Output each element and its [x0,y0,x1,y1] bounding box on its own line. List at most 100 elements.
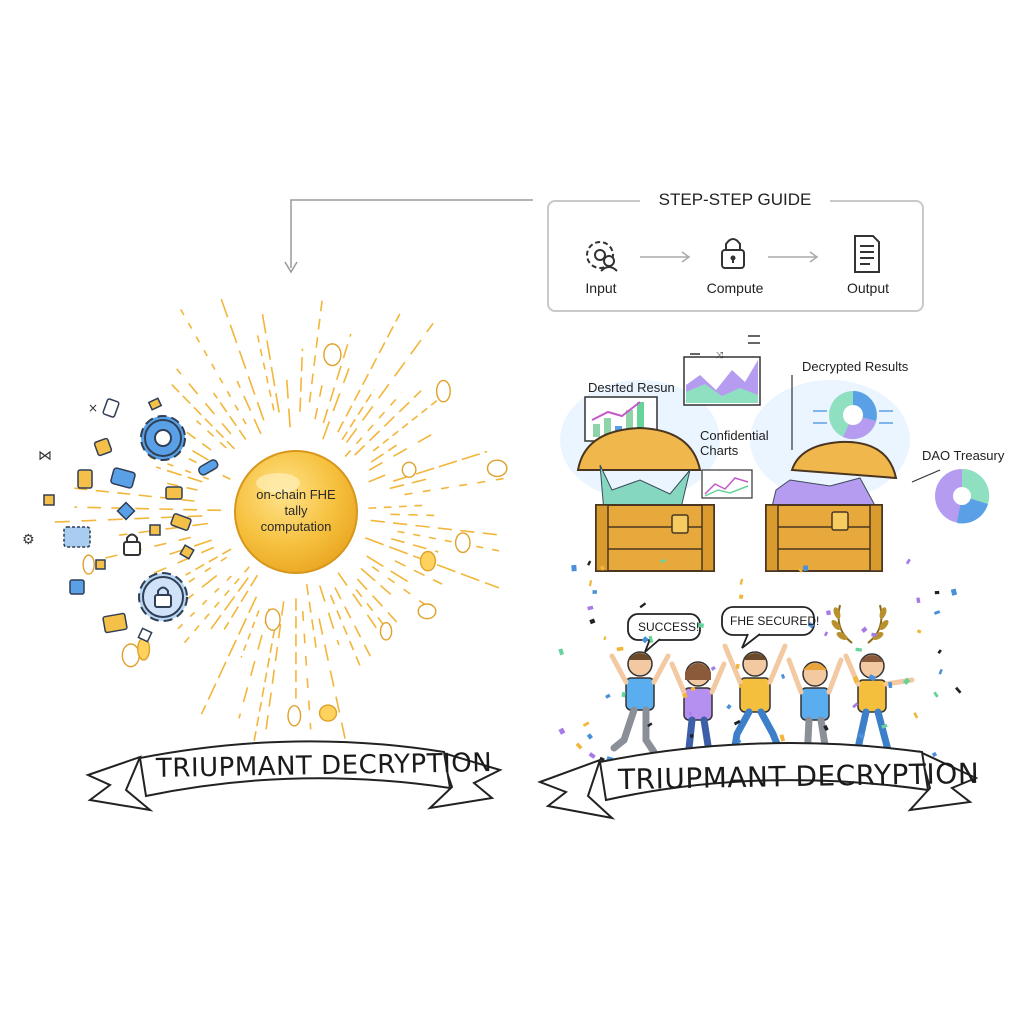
confetti-piece [802,565,809,572]
confetti-piece [696,622,704,628]
confetti-piece [779,734,786,742]
burst-ray [370,444,398,463]
confetti-piece [690,686,696,692]
gear-lock-icon [138,572,188,622]
confetti-piece [938,668,943,675]
burst-ray [209,577,249,632]
confetti-piece [916,597,921,604]
burst-particle [323,343,342,367]
orb-label: on-chain FHE tally computation [238,487,354,535]
burst-ray [371,566,430,608]
confetti-piece [588,752,596,759]
line-chart-card [701,469,753,499]
arrow-right-icon [640,251,691,263]
arrow-right-icon [768,251,819,263]
confetti-piece [933,610,941,615]
burst-ray [185,548,232,576]
confetti-piece [571,564,577,572]
confetti-piece [861,626,868,634]
orb-label-line: tally [284,503,308,518]
confetti-piece [905,558,911,565]
confetti-piece [733,719,741,726]
person-celebrating [609,651,671,756]
confetti-piece [558,648,564,656]
burst-ray [356,578,398,623]
confetti-piece [586,733,593,740]
burst-ray [240,610,260,658]
confetti-piece [868,674,877,682]
confetti-piece [797,567,803,573]
confidential-charts-label: Confidential Charts [700,428,769,458]
confetti-piece [689,712,692,716]
burst-particle [379,621,393,641]
burst-ray [389,478,427,490]
confetti-piece [807,622,815,629]
burst-ray [196,420,227,449]
confetti-piece [726,703,732,710]
burst-particle [318,704,338,722]
burst-ray [217,291,265,421]
burst-ray [305,584,318,653]
step-compute-label: Compute [706,280,764,296]
svg-text:⤨: ⤨ [716,351,724,361]
decrypted-results-label: Decrypted Results [802,359,909,374]
confetti-piece [902,677,911,686]
burst-particle [454,532,471,554]
confetti-piece [621,691,626,698]
confetti-piece [852,702,859,709]
burst-ray [179,308,247,425]
burst-ray [368,504,428,510]
burst-particle [419,550,437,572]
confetti-piece [937,649,942,655]
burst-particle [82,554,95,575]
banner-title-right: TRIUPMANT DECRYPTION [617,756,980,797]
confetti-piece [852,676,859,684]
speech-bubble-secured [721,606,815,649]
gear-person-icon [586,241,618,272]
burst-ray [238,608,271,719]
burst-ray [355,589,386,627]
svg-text:×: × [88,401,98,415]
burst-ray [261,313,280,413]
confetti-piece [950,588,958,596]
treasure-chest-left [576,426,715,572]
dao-donut-icon [935,468,990,524]
confetti-piece [916,629,922,634]
confetti-piece [823,631,829,637]
burst-ray [394,560,443,585]
burst-ray [180,566,250,648]
confidential-charts-line: Charts [700,443,739,458]
burst-ray [212,392,247,440]
confetti-piece [589,618,596,625]
confetti-piece [647,722,653,728]
gear-icon [140,415,186,461]
burst-ray [366,555,410,584]
confetti-piece [575,742,583,750]
svg-text:⋈: ⋈ [38,448,52,464]
confetti-piece [780,673,786,679]
confetti-piece [881,723,888,729]
confetti-piece [857,732,865,739]
confetti-piece [934,590,940,595]
burst-ray [74,506,222,512]
burst-ray [322,368,350,440]
confetti-piece [616,646,624,652]
confidential-charts-line: Confidential [700,428,769,443]
confetti-piece [582,721,590,727]
document-icon [854,235,880,273]
confetti-piece [587,605,594,611]
burst-ray [314,375,325,420]
person-celebrating [786,657,844,764]
padlock-icon [721,238,745,269]
confetti-piece [641,636,649,644]
confetti-piece [823,724,829,731]
orb-label-line: on-chain FHE [256,487,336,502]
burst-particle [287,704,302,727]
confetti-piece [603,636,607,641]
